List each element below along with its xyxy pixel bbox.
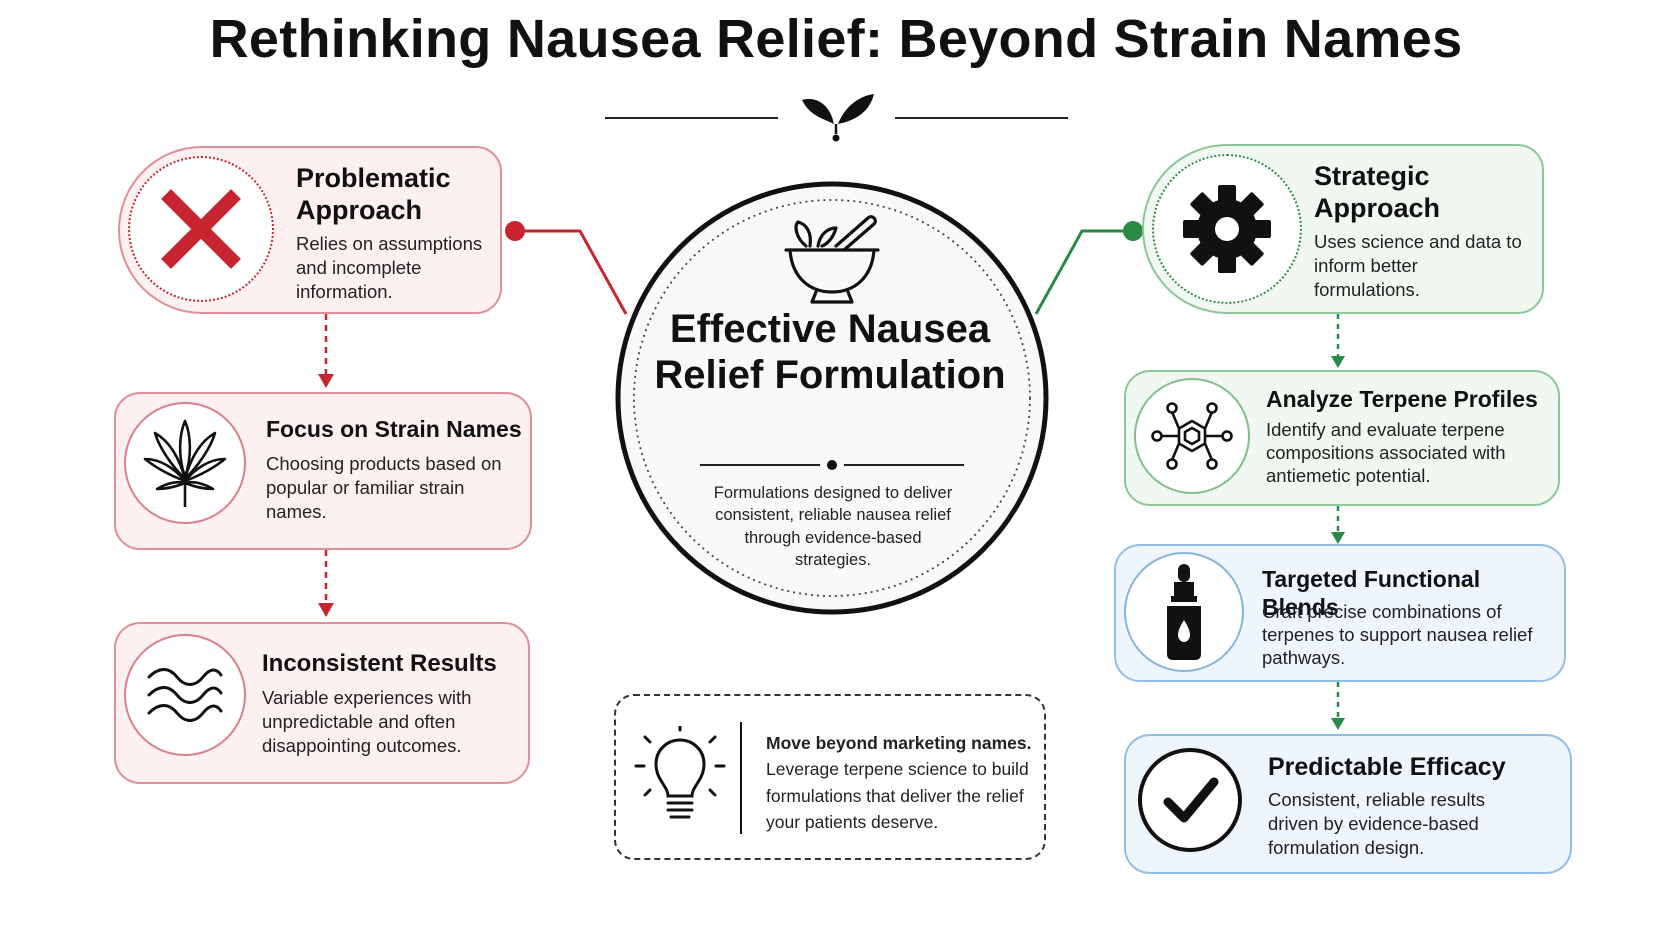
molecule-icon [1151, 402, 1233, 470]
tip-heading: Move beyond marketing names. [766, 733, 1032, 753]
step-title: Problematic Approach [296, 163, 451, 226]
center-outer-circle [615, 181, 1049, 615]
mortar-pestle-icon [784, 215, 880, 304]
analyze-terpene-profiles-card: Analyze Terpene Profiles Identify and ev… [1124, 370, 1560, 506]
step-description: Craft precise combinations of terpenes t… [1262, 601, 1533, 669]
step-description: Uses science and data to inform better f… [1314, 231, 1522, 301]
step-title: Inconsistent Results [262, 650, 497, 677]
focus-on-strain-names-card: Focus on Strain Names Choosing products … [114, 392, 532, 550]
step-title: Focus on Strain Names [266, 416, 522, 442]
strategic-approach-card: Strategic Approach Uses science and data… [1142, 144, 1544, 314]
analyze-terpene-profiles-badge [1134, 378, 1250, 494]
gear-icon [1183, 185, 1271, 273]
targeted-functional-blends-badge [1124, 552, 1244, 672]
tip-box: Move beyond marketing names. Leverage te… [614, 694, 1046, 860]
tip-body: Leverage terpene science to build formul… [766, 759, 1029, 832]
strategic-approach-badge [1152, 154, 1302, 304]
center-title: Effective Nausea Relief Formulation [654, 307, 1006, 397]
right-connector-line [1034, 229, 1133, 315]
problematic-approach-badge [128, 156, 274, 302]
left-connector-line [515, 229, 628, 315]
cannabis-leaf-icon [143, 419, 227, 507]
step-description: Identify and evaluate terpene compositio… [1266, 419, 1506, 487]
page-title: Rethinking Nausea Relief: Beyond Strain … [209, 9, 1463, 69]
left-connector-dot [505, 221, 525, 241]
sprout-icon [802, 94, 874, 142]
center-divider-dot [827, 460, 837, 470]
step-title: Predictable Efficacy [1268, 753, 1506, 781]
center-inner-circle [633, 199, 1031, 597]
problematic-approach-card: Problematic Approach Relies on assumptio… [118, 146, 502, 314]
wavy-lines-icon [147, 668, 223, 722]
step-title: Analyze Terpene Profiles [1266, 386, 1538, 412]
center-description: Formulations designed to deliver consist… [713, 484, 953, 569]
step-description: Consistent, reliable results driven by e… [1268, 789, 1485, 859]
targeted-functional-blends-card: Targeted Functional Blends Craft precise… [1114, 544, 1566, 682]
predictable-efficacy-badge [1138, 748, 1242, 852]
focus-on-strain-names-badge [124, 402, 246, 524]
step-description: Variable experiences with unpredictable … [262, 687, 472, 757]
inconsistent-results-badge [124, 634, 246, 756]
step-title: Targeted Functional Blends [1262, 566, 1481, 620]
tip-divider [740, 722, 742, 834]
right-connector-dot [1123, 221, 1143, 241]
checkmark-icon [1163, 777, 1219, 823]
tip-text: Move beyond marketing names. Leverage te… [766, 730, 1036, 835]
step-description: Choosing products based on popular or fa… [266, 453, 502, 523]
dropper-bottle-icon [1167, 564, 1201, 660]
step-description: Relies on assumptions and incomplete inf… [296, 233, 483, 303]
lightbulb-icon [634, 726, 726, 819]
step-title: Strategic Approach [1314, 161, 1441, 224]
predictable-efficacy-card: Predictable Efficacy Consistent, reliabl… [1124, 734, 1572, 874]
inconsistent-results-card: Inconsistent Results Variable experience… [114, 622, 530, 784]
x-mark-icon [161, 189, 241, 269]
